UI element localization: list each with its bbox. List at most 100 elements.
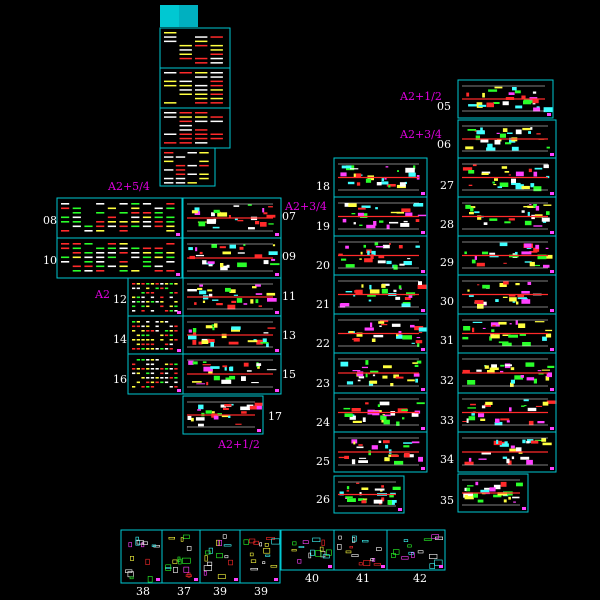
- sheet-12-note-line: [164, 287, 169, 290]
- sheet-39-first-detail-mark: [203, 571, 207, 576]
- sheet-22-plan-mark: [410, 324, 415, 328]
- sheet-28-plan-mark: [523, 206, 534, 208]
- sheet-23-plan-mark: [383, 365, 392, 369]
- sheet-19-plan-mark: [348, 203, 357, 207]
- sheet-11-plan-mark: [202, 300, 206, 303]
- sheet-09-plan-mark: [268, 251, 278, 255]
- sheet-12-note-line: [132, 283, 136, 285]
- sheet-34-plan-mark: [499, 443, 509, 447]
- sheet-11-plan-mark: [208, 293, 213, 297]
- sheet-15-plan-mark: [206, 381, 209, 386]
- sheet-25-plan-mark: [358, 460, 368, 463]
- sheet-12-note-line: [160, 296, 164, 299]
- index-sheet-3-text-line: [164, 116, 177, 118]
- sheet-14-note-line: [146, 321, 150, 323]
- sheet-21-plan-mark: [393, 289, 397, 293]
- sheet-08-note-line: [96, 212, 105, 214]
- index-sheet-4-text-line: [187, 152, 197, 154]
- sheet-09-plan-mark: [195, 254, 204, 257]
- sheet-34-plan-mark: [507, 460, 512, 465]
- sheet-23-plan-mark: [340, 361, 349, 367]
- sheet-35-plan-mark: [512, 496, 520, 499]
- sheet-19-plan-mark: [405, 212, 413, 216]
- sheet-22-plan-mark: [349, 331, 354, 334]
- sheet-23-plan-mark: [414, 364, 419, 367]
- sheet-13-plan-mark: [266, 343, 269, 348]
- sheet-12-note-line: [141, 301, 145, 303]
- sheet-08-note-line: [72, 216, 81, 219]
- sheet-13-plan-mark: [207, 339, 215, 343]
- sheet-39-second-detail-mark: [266, 536, 275, 540]
- sheet-08-note-line: [131, 203, 140, 205]
- index-sheet-2-text-line: [195, 72, 208, 74]
- sheet-14-note-line: [164, 321, 169, 323]
- sheet-28-plan-mark: [521, 210, 525, 213]
- sheet-20-plan-mark: [360, 251, 363, 255]
- sheet-15-plan-mark: [188, 360, 194, 365]
- sheet-05-plan-mark: [532, 98, 539, 104]
- sheet-17-plan-mark: [190, 417, 194, 422]
- sheet-22-plan-mark: [378, 321, 385, 324]
- sheet-15-plan-mark: [202, 364, 211, 366]
- sheet-30-plan-mark: [483, 301, 487, 305]
- sheet-10-note-line: [119, 247, 128, 250]
- sheet-08-note-line: [154, 212, 163, 214]
- sheet-08-note-line: [72, 225, 81, 228]
- index-sheet-1-text-line: [179, 53, 192, 55]
- sheet-39-second-detail-mark: [250, 559, 257, 563]
- sheet-16-note-line: [141, 386, 145, 388]
- sheet-08-note-line: [142, 203, 152, 205]
- sheet-08-note-line: [119, 230, 128, 232]
- sheet-20-plan-mark: [399, 263, 405, 266]
- sheet-25-plan-mark: [344, 455, 349, 459]
- sheet-05-plan-mark: [493, 102, 500, 104]
- sheet-14-note-line: [136, 348, 140, 350]
- sheet-10-note-line: [166, 261, 175, 263]
- sheet-14-note-line: [160, 339, 164, 341]
- sheet-40-detail-mark: [322, 554, 330, 559]
- sheet-29-plan-mark: [529, 261, 535, 267]
- sheet-12-note-line: [174, 292, 178, 294]
- sheet-19-plan-mark: [353, 222, 356, 225]
- sheet-34-plan-mark: [526, 441, 530, 444]
- sheet-05-plan-mark: [466, 92, 470, 97]
- sheet-41-title-stamp: [381, 565, 385, 568]
- sheet-38-detail-mark: [136, 539, 144, 545]
- index-sheet-3-text-line: [195, 137, 208, 140]
- sheet-37-detail-mark: [168, 536, 175, 540]
- sheet-33-plan-mark: [542, 401, 549, 406]
- sheet-26-plan-mark: [387, 500, 392, 505]
- sheet-08-note-line: [84, 230, 93, 232]
- index-sheet-2-text-line: [164, 84, 177, 87]
- sheet-21-plan-mark: [367, 294, 376, 297]
- sheet-12-note-line: [160, 305, 164, 308]
- sheet-14-note-line: [141, 343, 145, 346]
- sheet-14-note-line: [141, 330, 145, 332]
- sheet-27-plan-mark: [533, 171, 538, 177]
- sheet-19-plan-mark: [386, 224, 390, 230]
- sheet-32-plan-mark: [533, 378, 537, 384]
- sheet-21-plan-mark: [398, 285, 402, 289]
- sheet-33-title-stamp: [550, 427, 554, 430]
- index-sheet-4[interactable]: [159, 147, 216, 187]
- sheet-05-plan-mark: [468, 104, 478, 107]
- sheet-11-plan-mark: [212, 299, 219, 301]
- sheet-07-title-stamp: [275, 233, 279, 236]
- sheet-30-plan-mark: [482, 284, 490, 289]
- sheet-12-note-line: [174, 283, 178, 285]
- sheet-21-plan-mark: [418, 281, 422, 285]
- sheet-16-note-line: [164, 377, 169, 379]
- sheet-11-plan-mark: [266, 292, 276, 296]
- sheet-12-note-line: [150, 283, 155, 285]
- sheet-05-plan-mark: [532, 102, 536, 105]
- index-sheet-3-text-line: [195, 129, 208, 131]
- sheet-26-plan-mark: [381, 497, 385, 502]
- sheet-09-plan-mark: [254, 254, 263, 259]
- sheet-22-plan-mark: [379, 320, 389, 323]
- sheet-41-detail-mark: [352, 535, 357, 542]
- sheet-21-plan-mark: [361, 284, 364, 288]
- sheet-32-plan-mark: [500, 364, 505, 367]
- sheet-20-plan-mark: [386, 260, 392, 265]
- index-sheet-3-text-line: [210, 133, 223, 135]
- sheet-28-plan-mark: [465, 204, 471, 209]
